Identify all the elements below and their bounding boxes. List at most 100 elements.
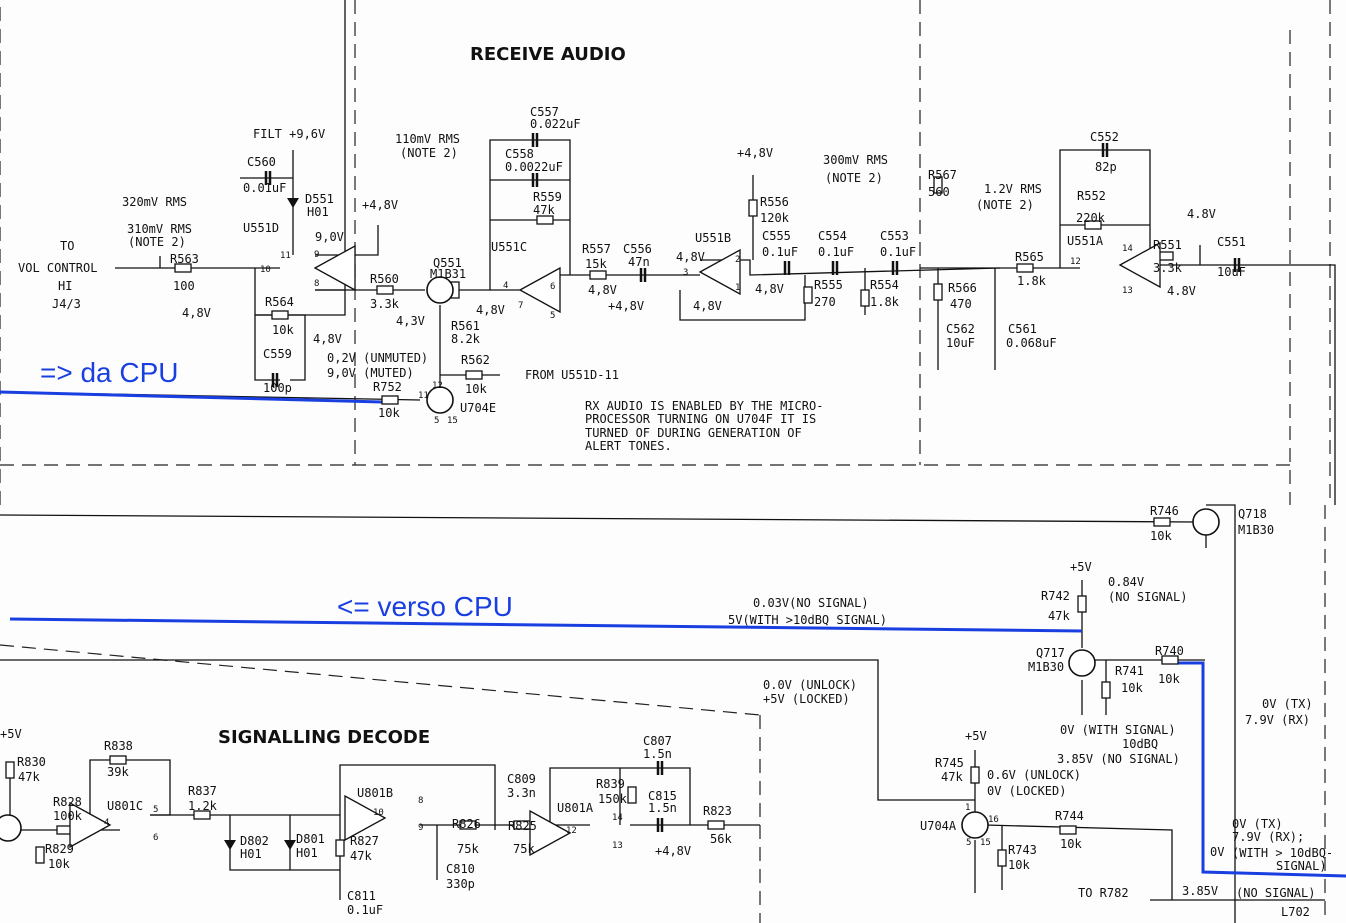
label-r752v: 10k [378,406,400,420]
label-v084: 0.84V [1108,575,1144,589]
resistor [748,199,758,217]
label-u704e: U704E [460,401,496,415]
label-l702: L702 [1281,905,1310,919]
label-rms12: 1.2V RMS [984,182,1042,196]
label-r828: R828 [53,795,82,809]
label-r830v: 47k [18,770,40,784]
pin-number: 1 [965,803,970,813]
label-r557: R557 [582,242,611,256]
label-rms310: 310mV RMS [127,222,192,236]
label-r746v: 10k [1150,529,1172,543]
label-v48i: 4,8V [755,282,784,296]
label-r825: R825 [508,819,537,833]
label-r745v: 47k [941,770,963,784]
diode [284,840,296,850]
label-unlock2: 0.6V (UNLOCK) [987,768,1081,782]
resistor [970,766,980,784]
label-r839v: 150k [598,792,628,806]
label-c551v: 10uF [1217,265,1246,279]
label-v43: 4,3V [396,314,425,328]
label-v48h: 4,8V [676,250,705,264]
wire [315,225,379,256]
label-r838v: 39k [107,765,129,779]
label-c559: C559 [263,347,292,361]
label-r743v: 10k [1008,858,1030,872]
label-r830: R830 [17,755,46,769]
label-c810: C810 [446,862,475,876]
label-r838: R838 [104,739,133,753]
label-note110: (NOTE 2) [400,146,458,160]
label-to: TO [60,239,74,253]
label-r837v: 1.2k [188,799,218,813]
label-r741v: 10k [1121,681,1143,695]
pin-number: 7 [518,301,523,311]
label-r562v: 10k [465,382,487,396]
label-r744v: 10k [1060,837,1082,851]
pin-number: 15 [980,838,991,848]
label-nosig1: (NO SIGNAL) [1108,590,1187,604]
label-c562: C562 [946,322,975,336]
wire [679,275,806,321]
label-r551v: 3.3k [1153,261,1183,275]
label-signal: SIGNAL) [1276,859,1327,873]
label-d551v: H01 [307,205,329,219]
annotation-verso-cpu: <= verso CPU [337,591,513,622]
label-d802: D802 [240,834,269,848]
label-c561v: 0.068uF [1006,336,1057,350]
resistor [627,786,637,804]
wire [455,139,571,291]
label-c560v: 0.01uF [243,181,286,195]
label-r829v: 10k [48,857,70,871]
wire [89,759,171,830]
label-from: FROM U551D-11 [525,368,619,382]
label-c562v: 10uF [946,336,975,350]
label-v48b: 4,8V [182,306,211,320]
label-p5c: +5V [965,729,987,743]
label-v48g: +4,8V [737,146,773,160]
label-v0: 0V [1210,845,1224,859]
pin-number: 12 [1070,257,1081,267]
pin-number: 14 [612,813,623,823]
label-c556: C556 [623,242,652,256]
op-amp [1118,241,1161,289]
label-u551b: U551B [695,231,731,245]
label-r555: R555 [814,278,843,292]
label-d802v: H01 [240,847,262,861]
label-q551: Q551 [433,256,462,270]
label-c809v: 3.3n [507,786,536,800]
label-r551: R551 [1153,238,1182,252]
resistor [536,215,554,225]
pin-number: 14 [1122,244,1133,254]
label-c811v: 0.1uF [347,903,383,917]
label-r566v: 470 [950,297,972,311]
label-c552: C552 [1090,130,1119,144]
pin-number: 4 [503,281,508,291]
label-r823: R823 [703,804,732,818]
label-r556: R556 [760,195,789,209]
label-r745: R745 [935,756,964,770]
label-r565v: 1.8k [1017,274,1047,288]
label-r552: R552 [1077,189,1106,203]
label-r559: R559 [533,190,562,204]
op-amp [518,266,561,314]
label-r828v: 100k [53,809,83,823]
label-v48e: 4,8V [588,283,617,297]
wire [0,514,1196,523]
resistor [1101,681,1111,699]
label-unlock1: 0.0V (UNLOCK) [763,678,857,692]
label-rx1: RX AUDIO IS ENABLED BY THE MICRO- [585,399,823,413]
pin-number: 10 [260,265,271,275]
diode [224,840,236,850]
label-r746: R746 [1150,504,1179,518]
label-tx2: 0V (TX) [1232,817,1283,831]
label-v48m: +4,8V [655,844,691,858]
pin-number: 5 [153,805,158,815]
label-r563: R563 [170,252,199,266]
label-rx4: ALERT TONES. [585,439,672,453]
label-hi: HI [58,279,72,293]
label-v385: 3.85V [1182,884,1218,898]
label-note310: (NOTE 2) [128,235,186,249]
resistor [707,820,725,830]
wire [150,764,496,830]
